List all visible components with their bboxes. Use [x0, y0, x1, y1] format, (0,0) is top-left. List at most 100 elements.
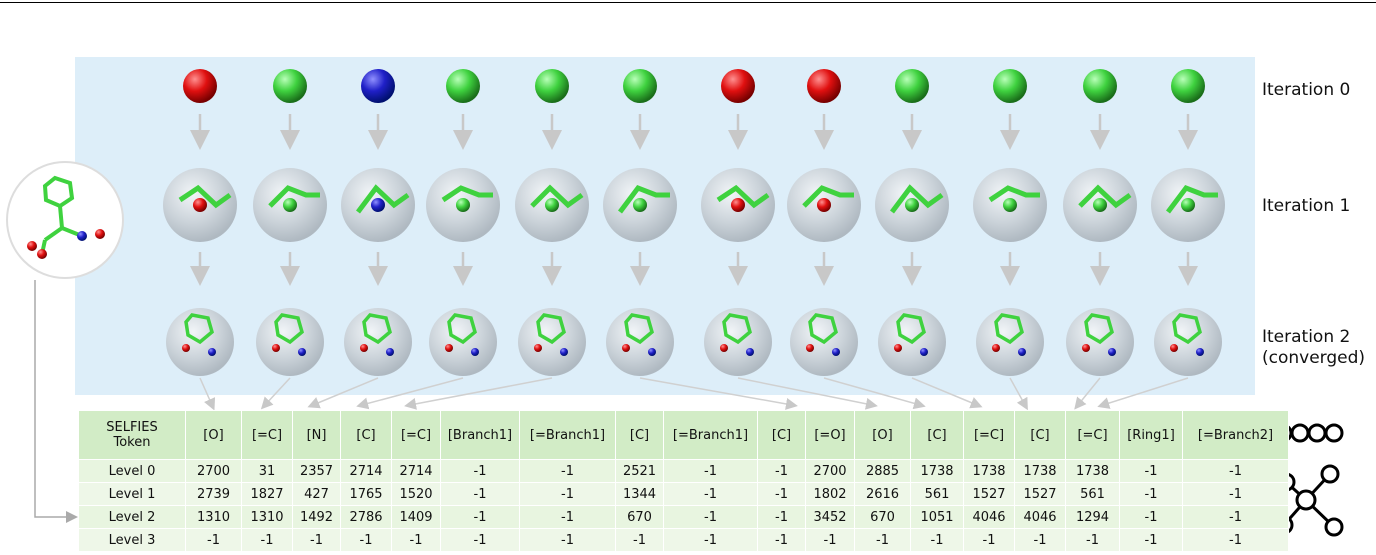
- fragment-bonds: [1166, 184, 1218, 214]
- token-header: [O]: [185, 410, 242, 460]
- header-label-line2: Token: [113, 435, 151, 450]
- table-cell: 2739: [185, 482, 242, 506]
- table-cell: -1: [615, 528, 664, 552]
- table-cell: 1738: [963, 459, 1015, 483]
- table-cell: -1: [663, 505, 758, 529]
- molecule-ring: [1172, 313, 1202, 345]
- atom-green: [535, 69, 569, 103]
- assignment-arrow: [1097, 377, 1189, 409]
- nitrogen-atom: [1196, 348, 1204, 356]
- fragment-bonds: [890, 184, 944, 214]
- assignment-arrow: [404, 377, 553, 410]
- table-cell: -1: [1182, 505, 1289, 529]
- nitrogen-atom: [560, 348, 568, 356]
- table-cell: 1527: [1014, 482, 1066, 506]
- table-cell: 3452: [805, 505, 855, 529]
- molecule-ring: [1084, 313, 1114, 345]
- assignment-arrow: [737, 377, 878, 410]
- token-header: [C]: [910, 410, 964, 460]
- token-header: [=O]: [805, 410, 855, 460]
- table-cell: -1: [757, 505, 806, 529]
- table-cell: -1: [757, 459, 806, 483]
- oxygen-atom: [360, 344, 368, 352]
- atom-green: [623, 69, 657, 103]
- center-atom: [456, 198, 470, 212]
- table-cell: 4046: [1014, 505, 1066, 529]
- table-cell: 1738: [1065, 459, 1120, 483]
- token-column: [787, 69, 926, 410]
- center-atom: [545, 198, 559, 212]
- table-cell: -1: [757, 528, 806, 552]
- center-atom: [731, 198, 745, 212]
- table-cell: -1: [805, 528, 855, 552]
- table-cell: 1738: [910, 459, 964, 483]
- token-column: [307, 69, 415, 409]
- nitrogen-atom: [746, 348, 754, 356]
- token-header: [C]: [615, 410, 664, 460]
- molecule-ring: [184, 313, 214, 345]
- nitrogen-atom: [1108, 348, 1116, 356]
- table-cell: 2616: [854, 482, 911, 506]
- token-header: [=Branch1]: [519, 410, 616, 460]
- table-cell: -1: [910, 528, 964, 552]
- table-cell: 2786: [340, 505, 392, 529]
- table-cell: 2521: [615, 459, 664, 483]
- atom-green: [446, 69, 480, 103]
- table-cell: -1: [241, 528, 293, 552]
- table-cell: 2885: [854, 459, 911, 483]
- table-cell: -1: [440, 505, 520, 529]
- table-cell: 4046: [963, 505, 1015, 529]
- table-row: Level 3-1-1-1-1-1-1-1-1-1-1-1-1-1-1-1-1-…: [78, 528, 1289, 552]
- assignment-arrow: [260, 377, 291, 410]
- center-atom: [283, 198, 297, 212]
- token-header: [N]: [292, 410, 341, 460]
- token-header: [C]: [1014, 410, 1066, 460]
- table-cell: -1: [440, 528, 520, 552]
- input-molecule: [6, 161, 124, 279]
- table-cell: -1: [440, 482, 520, 506]
- oxygen-atom: [894, 344, 902, 352]
- table-cell: 1294: [1065, 505, 1120, 529]
- nitrogen-atom: [648, 348, 656, 356]
- molecule-ring: [624, 313, 654, 345]
- token-header: [=C]: [963, 410, 1015, 460]
- table-cell: 1520: [391, 482, 441, 506]
- token-column: [973, 69, 1047, 411]
- row-label: Level 2: [78, 505, 186, 529]
- oxygen-atom: [534, 344, 542, 352]
- row-label: Level 3: [78, 528, 186, 552]
- assignment-arrow: [1009, 377, 1028, 411]
- table-cell: 1765: [340, 482, 392, 506]
- token-header: [=Branch1]: [663, 410, 758, 460]
- nitrogen-atom: [208, 348, 216, 356]
- atom-red: [183, 69, 217, 103]
- table-cell: 670: [854, 505, 911, 529]
- fragment-bonds: [988, 185, 1040, 203]
- table-cell: 1344: [615, 482, 664, 506]
- header-label-line1: SELFIES: [106, 420, 158, 435]
- oxygen-atom: [992, 344, 1000, 352]
- center-atom: [1181, 198, 1195, 212]
- token-column: [404, 69, 589, 410]
- center-atom: [193, 198, 207, 212]
- table-cell: -1: [292, 528, 341, 552]
- molecule-ring: [896, 313, 926, 345]
- molecule-ring: [447, 313, 477, 345]
- oxygen-atom: [1082, 344, 1090, 352]
- token-column: [875, 69, 983, 409]
- atom-green: [273, 69, 307, 103]
- atom-green: [1171, 69, 1205, 103]
- table-cell: 2714: [340, 459, 392, 483]
- atom-green: [993, 69, 1027, 103]
- table-cell: 670: [615, 505, 664, 529]
- fragment-bonds: [530, 184, 584, 209]
- center-atom: [371, 198, 385, 212]
- oxygen-atom: [445, 344, 453, 352]
- atom-green: [1083, 69, 1117, 103]
- table-cell: -1: [663, 459, 758, 483]
- table-cell: -1: [1119, 505, 1183, 529]
- fragment-bonds: [1078, 184, 1132, 209]
